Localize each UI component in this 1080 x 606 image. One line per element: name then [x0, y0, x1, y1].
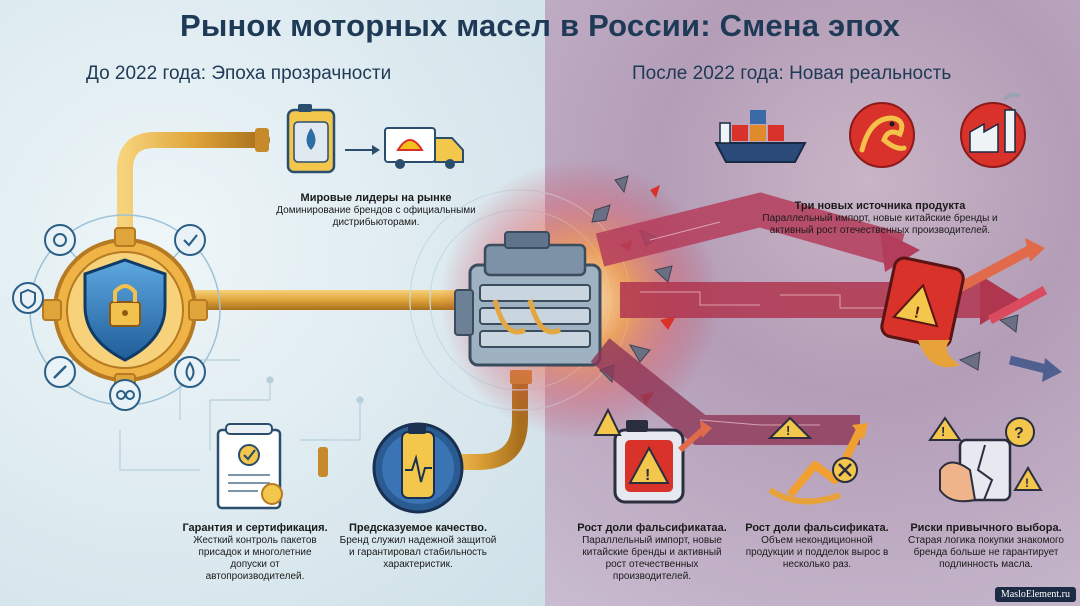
right-heading: После 2022 года: Новая реальность	[632, 63, 952, 84]
tools-icon	[109, 379, 141, 411]
engine-block-icon	[454, 231, 602, 367]
fake2-title: Рост доли фальсификата.	[745, 522, 889, 534]
fake1-block: Рост доли фальсификатаа. Параллельный им…	[572, 522, 732, 583]
risks-block: Риски привычного выбора. Старая логика п…	[902, 522, 1070, 571]
certificate-icon	[216, 423, 283, 510]
fake1-text: Параллельный импорт, новые китайские бре…	[582, 535, 722, 582]
svg-text:!: !	[912, 304, 921, 322]
fake1-title: Рост доли фальсификатаа.	[577, 522, 727, 534]
leaders-block: Мировые лидеры на рынке Доминирование бр…	[276, 192, 476, 229]
guarantee-title: Гарантия и сертификация.	[182, 522, 328, 534]
svg-text:!: !	[786, 423, 790, 438]
warning-oil-canister-icon: !	[880, 256, 965, 368]
security-gear-hub	[27, 214, 221, 406]
quality-text: Бренд служил надежной защитой и гарантир…	[339, 535, 497, 570]
leaders-title: Мировые лидеры на рынке	[300, 192, 452, 204]
oil-drop-icon	[174, 356, 206, 388]
factory-icon	[960, 92, 1026, 168]
sources-title: Три новых источника продукта	[794, 200, 966, 212]
fake2-text: Объем некондиционной продукции и поддело…	[745, 535, 889, 570]
quality-title: Предсказуемое качество.	[348, 522, 488, 534]
svg-text:!: !	[645, 467, 650, 484]
leaders-text: Доминирование брендов с официальными дис…	[276, 205, 476, 228]
svg-text:!: !	[941, 424, 945, 439]
chinese-dragon-icon	[849, 102, 915, 168]
fake2-block: Рост доли фальсификата. Объем некондицио…	[742, 522, 892, 571]
delivery-truck-icon	[384, 127, 464, 169]
oil-canister-icon	[286, 104, 336, 174]
arrow-right-icon	[345, 145, 380, 155]
rising-chart-warning-icon: !	[767, 416, 868, 505]
wrench-icon	[44, 356, 76, 388]
shield-check-icon	[174, 224, 206, 256]
cargo-ship-icon	[714, 110, 807, 163]
quality-oil-bottle-icon	[372, 422, 464, 514]
left-heading: До 2022 года: Эпоха прозрачности	[86, 63, 392, 84]
hub-satellite-icons	[12, 224, 206, 411]
guarantee-text: Жесткий контроль пакетов присадок и мног…	[193, 535, 317, 582]
risk-hand-canister-icon: ! ? !	[928, 416, 1043, 503]
site-watermark: MasloElement.ru	[994, 587, 1076, 602]
svg-text:!: !	[1025, 476, 1029, 490]
sources-text: Параллельный импорт, новые китайские бре…	[762, 213, 998, 236]
page-title: Рынок моторных масел в России: Смена эпо…	[179, 8, 901, 43]
svg-text:?: ?	[1014, 425, 1024, 442]
risks-text: Старая логика покупки знакомого бренда б…	[907, 535, 1064, 570]
quality-block: Предсказуемое качество. Бренд служил над…	[338, 522, 498, 571]
shield-icon	[12, 282, 44, 314]
risks-title: Риски привычного выбора.	[910, 522, 1062, 534]
gear-icon	[44, 224, 76, 256]
guarantee-block: Гарантия и сертификация. Жесткий контрол…	[180, 522, 330, 583]
counterfeit-canister-icon: !	[593, 407, 712, 504]
sources-block: Три новых источника продукта Параллельны…	[755, 200, 1005, 237]
